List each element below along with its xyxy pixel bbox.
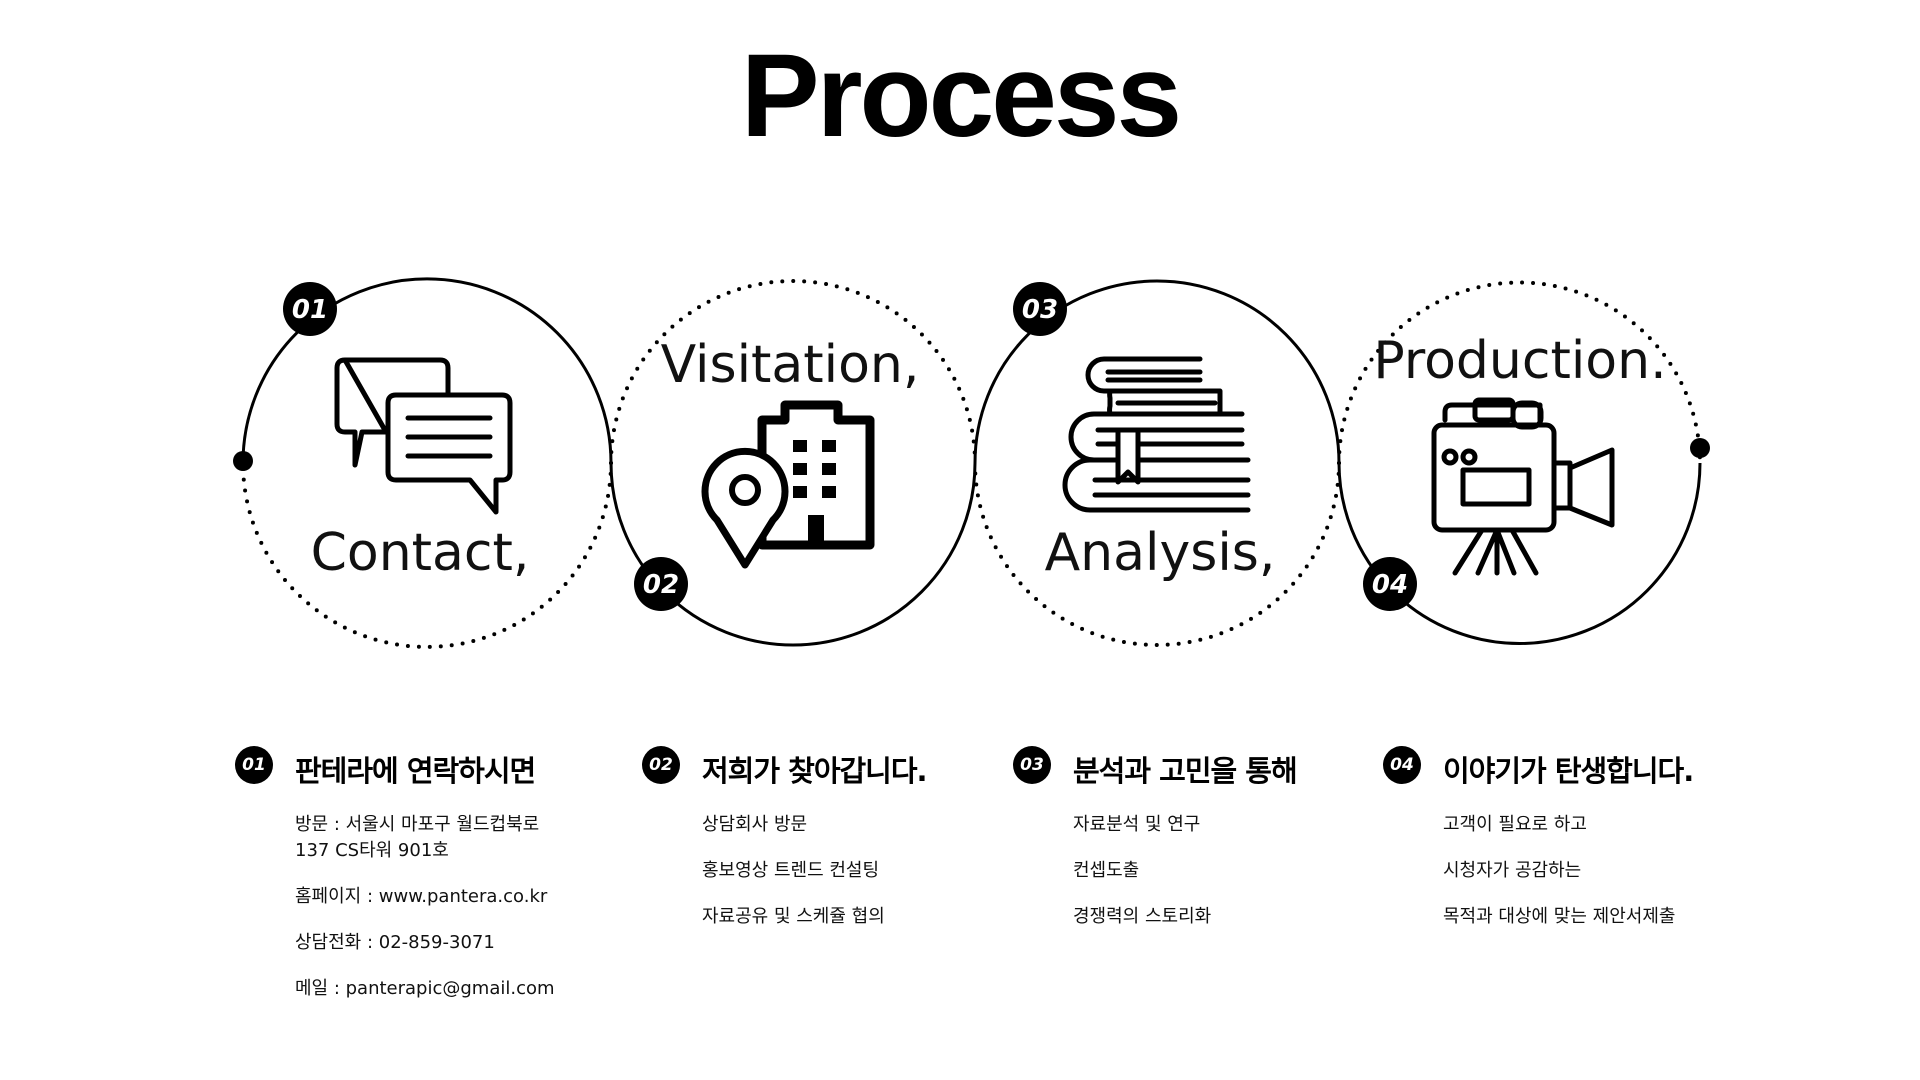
circle-4-dotted-arc	[1337, 280, 1702, 465]
section-visitation: 02 저희가 찾아갑니다. 상담회사 방문 홍보영상 트렌드 컨설팅 자료공유 …	[642, 740, 972, 950]
section-4-line: 목적과 대상에 맞는 제안서제출	[1443, 906, 1676, 927]
step-2-label: Visitation,	[661, 335, 920, 395]
section-1-line: 137 CS타워 901호	[295, 840, 449, 861]
badge-1-number: 01	[292, 295, 328, 325]
section-4-title: 이야기가 탄생합니다.	[1443, 754, 1694, 788]
building-location-icon	[701, 400, 875, 569]
section-2-line: 자료공유 및 스케쥴 협의	[702, 906, 885, 927]
step-4-label: Production.	[1373, 331, 1666, 391]
section-1-title: 판테라에 연락하시면	[295, 754, 536, 788]
chat-bubbles-icon	[334, 357, 513, 515]
section-3-line: 컨셉도출	[1073, 860, 1140, 881]
badge-1	[283, 282, 337, 336]
end-dot	[1690, 438, 1710, 458]
circle-1-dotted-arc	[241, 461, 613, 649]
section-3-line: 경쟁력의 스토리화	[1073, 906, 1212, 927]
section-1-line: 상담전화 : 02-859-3071	[295, 932, 495, 953]
badge-4	[1363, 557, 1417, 611]
section-1-line: 메일 : panterapic@gmail.com	[295, 978, 555, 999]
section-contact: 01 판테라에 연락하시면 방문 : 서울시 마포구 월드컵북로 137 CS타…	[235, 740, 565, 1022]
circle-3-solid-arc	[973, 279, 1341, 464]
page-title: Process	[740, 30, 1182, 162]
section-2-badge: 02	[642, 746, 680, 784]
badge-4-number: 04	[1372, 570, 1408, 600]
circle-4-solid-arc	[1337, 462, 1702, 645]
section-3-line: 자료분석 및 연구	[1073, 814, 1201, 835]
badge-2	[634, 557, 688, 611]
section-1-line: 홈페이지 : www.pantera.co.kr	[295, 886, 548, 907]
step-3-label: Analysis,	[1045, 523, 1276, 583]
badge-2-number: 02	[643, 570, 679, 600]
circle-1-solid-arc	[241, 277, 613, 464]
badge-3-number: 03	[1022, 295, 1058, 325]
section-1-line: 방문 : 서울시 마포구 월드컵북로	[295, 814, 540, 835]
section-analysis: 03 분석과 고민을 통해 자료분석 및 연구 컨셉도출 경쟁력의 스토리화	[1013, 740, 1343, 950]
section-3-title: 분석과 고민을 통해	[1073, 754, 1298, 788]
section-4-line: 시청자가 공감하는	[1443, 860, 1582, 881]
books-icon	[1062, 356, 1251, 513]
section-2-line: 상담회사 방문	[702, 814, 808, 835]
circle-2-solid-arc	[609, 462, 977, 647]
circle-3-dotted-arc	[973, 461, 1341, 647]
section-3-badge: 03	[1013, 746, 1051, 784]
section-1-badge: 01	[235, 746, 273, 784]
step-1-label: Contact,	[311, 523, 530, 583]
section-2-line: 홍보영상 트렌드 컨설팅	[702, 860, 880, 881]
section-production: 04 이야기가 탄생합니다. 고객이 필요로 하고 시청자가 공감하는 목적과 …	[1383, 740, 1713, 950]
video-camera-icon	[1431, 397, 1615, 576]
circle-2-dotted-arc	[609, 279, 977, 465]
badge-3	[1013, 282, 1067, 336]
section-4-line: 고객이 필요로 하고	[1443, 814, 1587, 835]
section-2-title: 저희가 찾아갑니다.	[702, 754, 928, 788]
section-4-badge: 04	[1383, 746, 1421, 784]
start-dot	[233, 451, 253, 471]
